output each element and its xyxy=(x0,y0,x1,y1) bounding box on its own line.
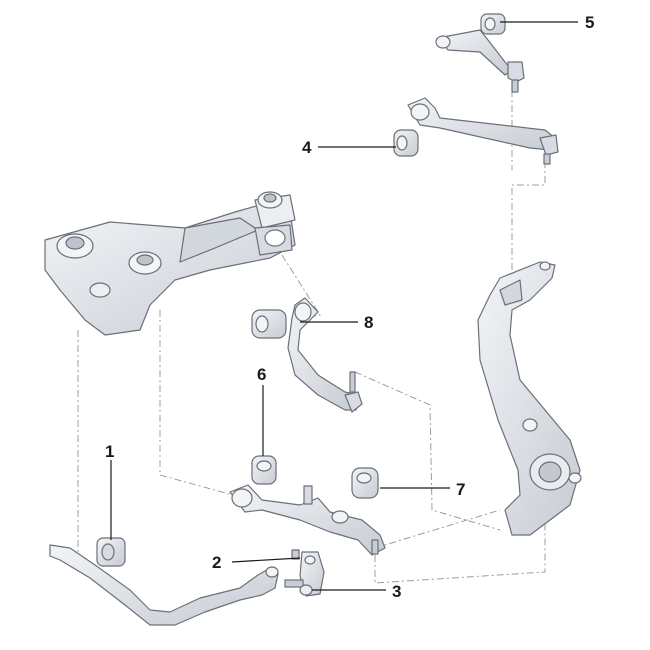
callout-3: 3 xyxy=(392,582,402,601)
dash-subframe-to-arm8 xyxy=(281,254,321,319)
part-4-bushing xyxy=(393,129,419,157)
leader-2 xyxy=(231,557,301,563)
part-4-upper-arm xyxy=(407,97,559,165)
part-8-curved-arm xyxy=(287,297,363,413)
part-5-upper-arm xyxy=(435,29,525,93)
callout-6: 6 xyxy=(257,365,267,384)
callout-5: 5 xyxy=(585,13,595,32)
callout-1: 1 xyxy=(105,442,115,461)
subframe xyxy=(44,191,296,336)
part-3-bolt xyxy=(284,579,313,596)
stabilizer-bar xyxy=(49,544,279,626)
part-5-bushing xyxy=(480,13,506,35)
callout-4: 4 xyxy=(302,138,312,157)
dash-subframe-to-lowerarm xyxy=(159,310,241,498)
callout-7: 7 xyxy=(456,480,466,499)
dash-arm8-to-knuckle xyxy=(354,371,501,531)
dash-knuckle-to-arm4 xyxy=(511,165,546,270)
callout-2: 2 xyxy=(212,553,222,572)
part-6-bushing xyxy=(251,455,277,485)
leader-lines xyxy=(110,21,578,591)
steering-knuckle xyxy=(477,261,582,536)
callout-8: 8 xyxy=(364,313,374,332)
dash-lowerarm-to-knuckle-2 xyxy=(374,509,501,549)
part-1-stabilizer-bushing xyxy=(96,537,126,567)
lower-control-arm xyxy=(229,484,386,556)
part-7-bushing xyxy=(351,467,379,499)
part-8-bushing xyxy=(251,309,287,339)
